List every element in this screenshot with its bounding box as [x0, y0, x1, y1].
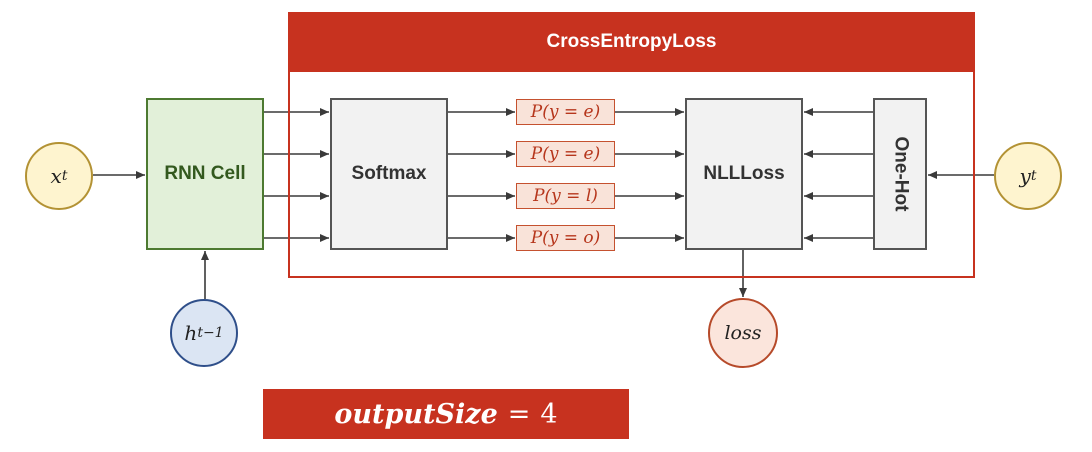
nllloss-box: NLLLoss: [685, 98, 803, 250]
target-yt-subscript: t: [1030, 168, 1037, 184]
output-size-equals: =: [507, 398, 531, 430]
input-xt-symbol: x: [50, 164, 62, 188]
hidden-state-symbol: h: [184, 321, 198, 345]
prob-label-1: P(y = e): [516, 99, 615, 125]
cross-entropy-title: CrossEntropyLoss: [288, 12, 975, 72]
prob-label-2: P(y = e): [516, 141, 615, 167]
loss-label: loss: [724, 322, 762, 344]
input-xt-subscript: t: [61, 168, 68, 184]
nllloss-label: NLLLoss: [703, 163, 785, 184]
output-size-value: 4: [540, 398, 558, 430]
prob-label-4: P(y = o): [516, 225, 615, 251]
onehot-label: One-Hot: [890, 136, 911, 212]
rnn-cell-box: RNN Cell: [146, 98, 264, 250]
onehot-box: One-Hot: [873, 98, 927, 250]
softmax-label: Softmax: [351, 163, 427, 184]
output-size-banner: outputSize = 4: [263, 389, 629, 439]
target-yt-symbol: y: [1019, 164, 1031, 188]
rnn-cell-label: RNN Cell: [164, 163, 246, 184]
output-size-label: outputSize: [334, 398, 498, 430]
softmax-box: Softmax: [330, 98, 448, 250]
loss-circle: loss: [708, 298, 778, 368]
prob-label-3: P(y = l): [516, 183, 615, 209]
hidden-state-subscript: t−1: [197, 325, 224, 341]
